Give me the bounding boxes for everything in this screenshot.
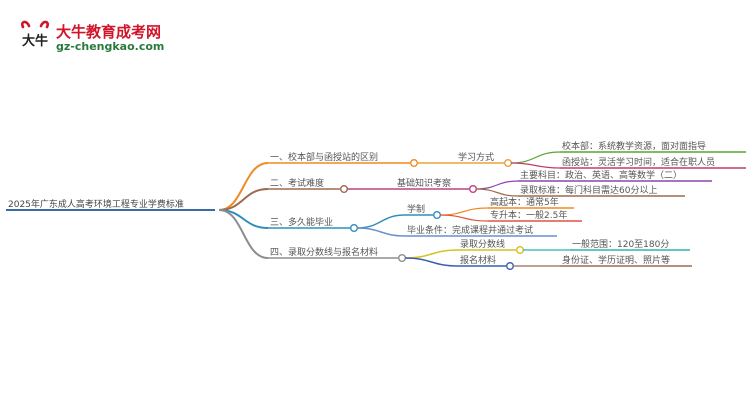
bull-logo-icon: 大牛 [21, 20, 49, 49]
logo-mark-text: 大牛 [22, 33, 48, 49]
sub-topic-3-1: 学制 [407, 203, 425, 215]
brand-title: 大牛教育成考网 [56, 23, 162, 41]
leaf-1-1-2: 函授站：灵活学习时间，适合在职人员 [562, 156, 715, 168]
leaf-1-1-1: 校本部：系统教学资源，面对面指导 [562, 140, 706, 152]
leaf-4-2-1: 身份证、学历证明、照片等 [562, 254, 670, 266]
branch-3-label: 三、多久能毕业 [270, 216, 333, 228]
branch-3-node [350, 223, 359, 232]
leaf-3-1-2: 专升本：一般2.5年 [490, 209, 567, 221]
leaf-2-1-2: 录取标准：每门科目需达60分以上 [520, 184, 657, 196]
leaf-3-1-1: 高起本：通常5年 [490, 196, 559, 208]
sub-topic-4-2-node [506, 262, 515, 271]
branch-4-node [398, 253, 407, 262]
branch-4-label: 四、录取分数线与报名材料 [270, 246, 378, 258]
sub-topic-4-1: 录取分数线 [460, 238, 505, 250]
leaf-connector-2-1-2 [475, 188, 519, 197]
leaf-connector-1-1-2 [510, 162, 561, 169]
sub-topic-2-1: 基础知识考察 [397, 177, 451, 189]
leaf-connector-3-1-1 [439, 207, 489, 216]
leaf-4-1-1: 一般范围：120至180分 [572, 238, 669, 250]
leaf-connector-2-1-1 [475, 180, 519, 190]
sub-connector-4-2 [404, 257, 459, 267]
sub-topic-4-2: 报名材料 [460, 254, 496, 266]
sub-topic-3-1-node [433, 210, 442, 219]
branch-connector-4 [218, 209, 269, 259]
sub-connector-3-1 [356, 214, 406, 229]
root-topic: 2025年广东成人高考环境工程专业学费标准 [8, 198, 184, 210]
branch-1-node [410, 158, 419, 167]
sub-topic-4-1-node [516, 245, 525, 254]
brand-url: gz-chengkao.com [56, 40, 165, 53]
leaf-connector-1-1-1 [510, 151, 561, 164]
branch-1-label: 一、校本部与函授站的区别 [270, 151, 378, 163]
sub-topic-3-2: 毕业条件：完成课程并通过考试 [407, 224, 533, 236]
sub-topic-1-1: 学习方式 [458, 151, 494, 163]
branch-2-label: 二、考试难度 [270, 177, 324, 189]
brand-logo: 大牛 大牛教育成考网 gz-chengkao.com [18, 18, 168, 54]
leaf-connector-3-1-2 [439, 214, 489, 222]
sub-topic-2-1-node [469, 184, 478, 193]
sub-topic-1-1-node [504, 158, 513, 167]
sub-connector-3-2 [356, 227, 406, 237]
branch-connector-1 [218, 162, 269, 211]
branch-connector-2 [218, 188, 269, 211]
leaf-2-1-1: 主要科目：政治、英语、高等数学（二） [520, 169, 682, 181]
branch-2-node [340, 184, 349, 193]
sub-connector-4-1 [404, 249, 459, 259]
